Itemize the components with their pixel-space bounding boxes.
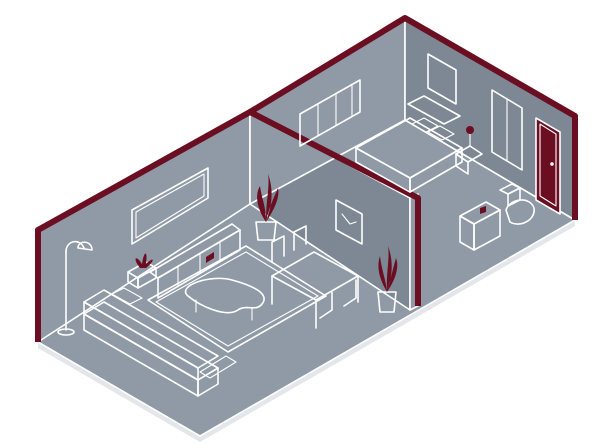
faucet-icon bbox=[480, 206, 486, 214]
tall-plant-icon bbox=[378, 246, 398, 292]
window bbox=[299, 79, 361, 147]
rug-border bbox=[155, 251, 319, 347]
sink-vanity-side bbox=[459, 215, 475, 251]
chair bbox=[271, 235, 285, 263]
wall-art bbox=[427, 53, 457, 105]
tall-plant-icon bbox=[257, 174, 279, 222]
tv-screen bbox=[135, 173, 205, 239]
floor-lamp-base bbox=[57, 328, 75, 336]
sofa-cushion bbox=[111, 287, 143, 305]
tv bbox=[131, 167, 209, 245]
bed-headboard bbox=[407, 95, 461, 125]
chair bbox=[293, 225, 307, 251]
wardrobe bbox=[491, 89, 523, 171]
pillow bbox=[411, 117, 439, 133]
chair bbox=[343, 279, 357, 307]
plant-pot bbox=[377, 291, 397, 313]
chair bbox=[319, 291, 333, 319]
floor-lamp-shade bbox=[77, 241, 93, 251]
bedside-lamp-icon bbox=[466, 126, 474, 134]
coffee-table bbox=[184, 277, 265, 314]
floor-lamp-arm bbox=[65, 240, 85, 253]
sofa-side bbox=[197, 367, 219, 397]
nightstand-front bbox=[455, 153, 469, 175]
door-handle bbox=[550, 162, 554, 166]
entry-door-panel bbox=[539, 123, 557, 207]
wall-art bbox=[335, 199, 363, 245]
toilet-bowl bbox=[505, 199, 535, 225]
rug bbox=[147, 245, 327, 353]
tv-console-accent bbox=[206, 252, 214, 263]
plant-pot bbox=[255, 221, 277, 241]
floor-vent bbox=[199, 355, 237, 379]
bed-side bbox=[409, 147, 463, 193]
entry-door[interactable] bbox=[535, 117, 561, 215]
small-plant-icon bbox=[135, 253, 153, 268]
plant-pot-front bbox=[137, 267, 157, 289]
wall-art-line bbox=[341, 213, 357, 225]
wall-edge-bedroom bbox=[248, 15, 578, 220]
pillow bbox=[427, 125, 455, 141]
